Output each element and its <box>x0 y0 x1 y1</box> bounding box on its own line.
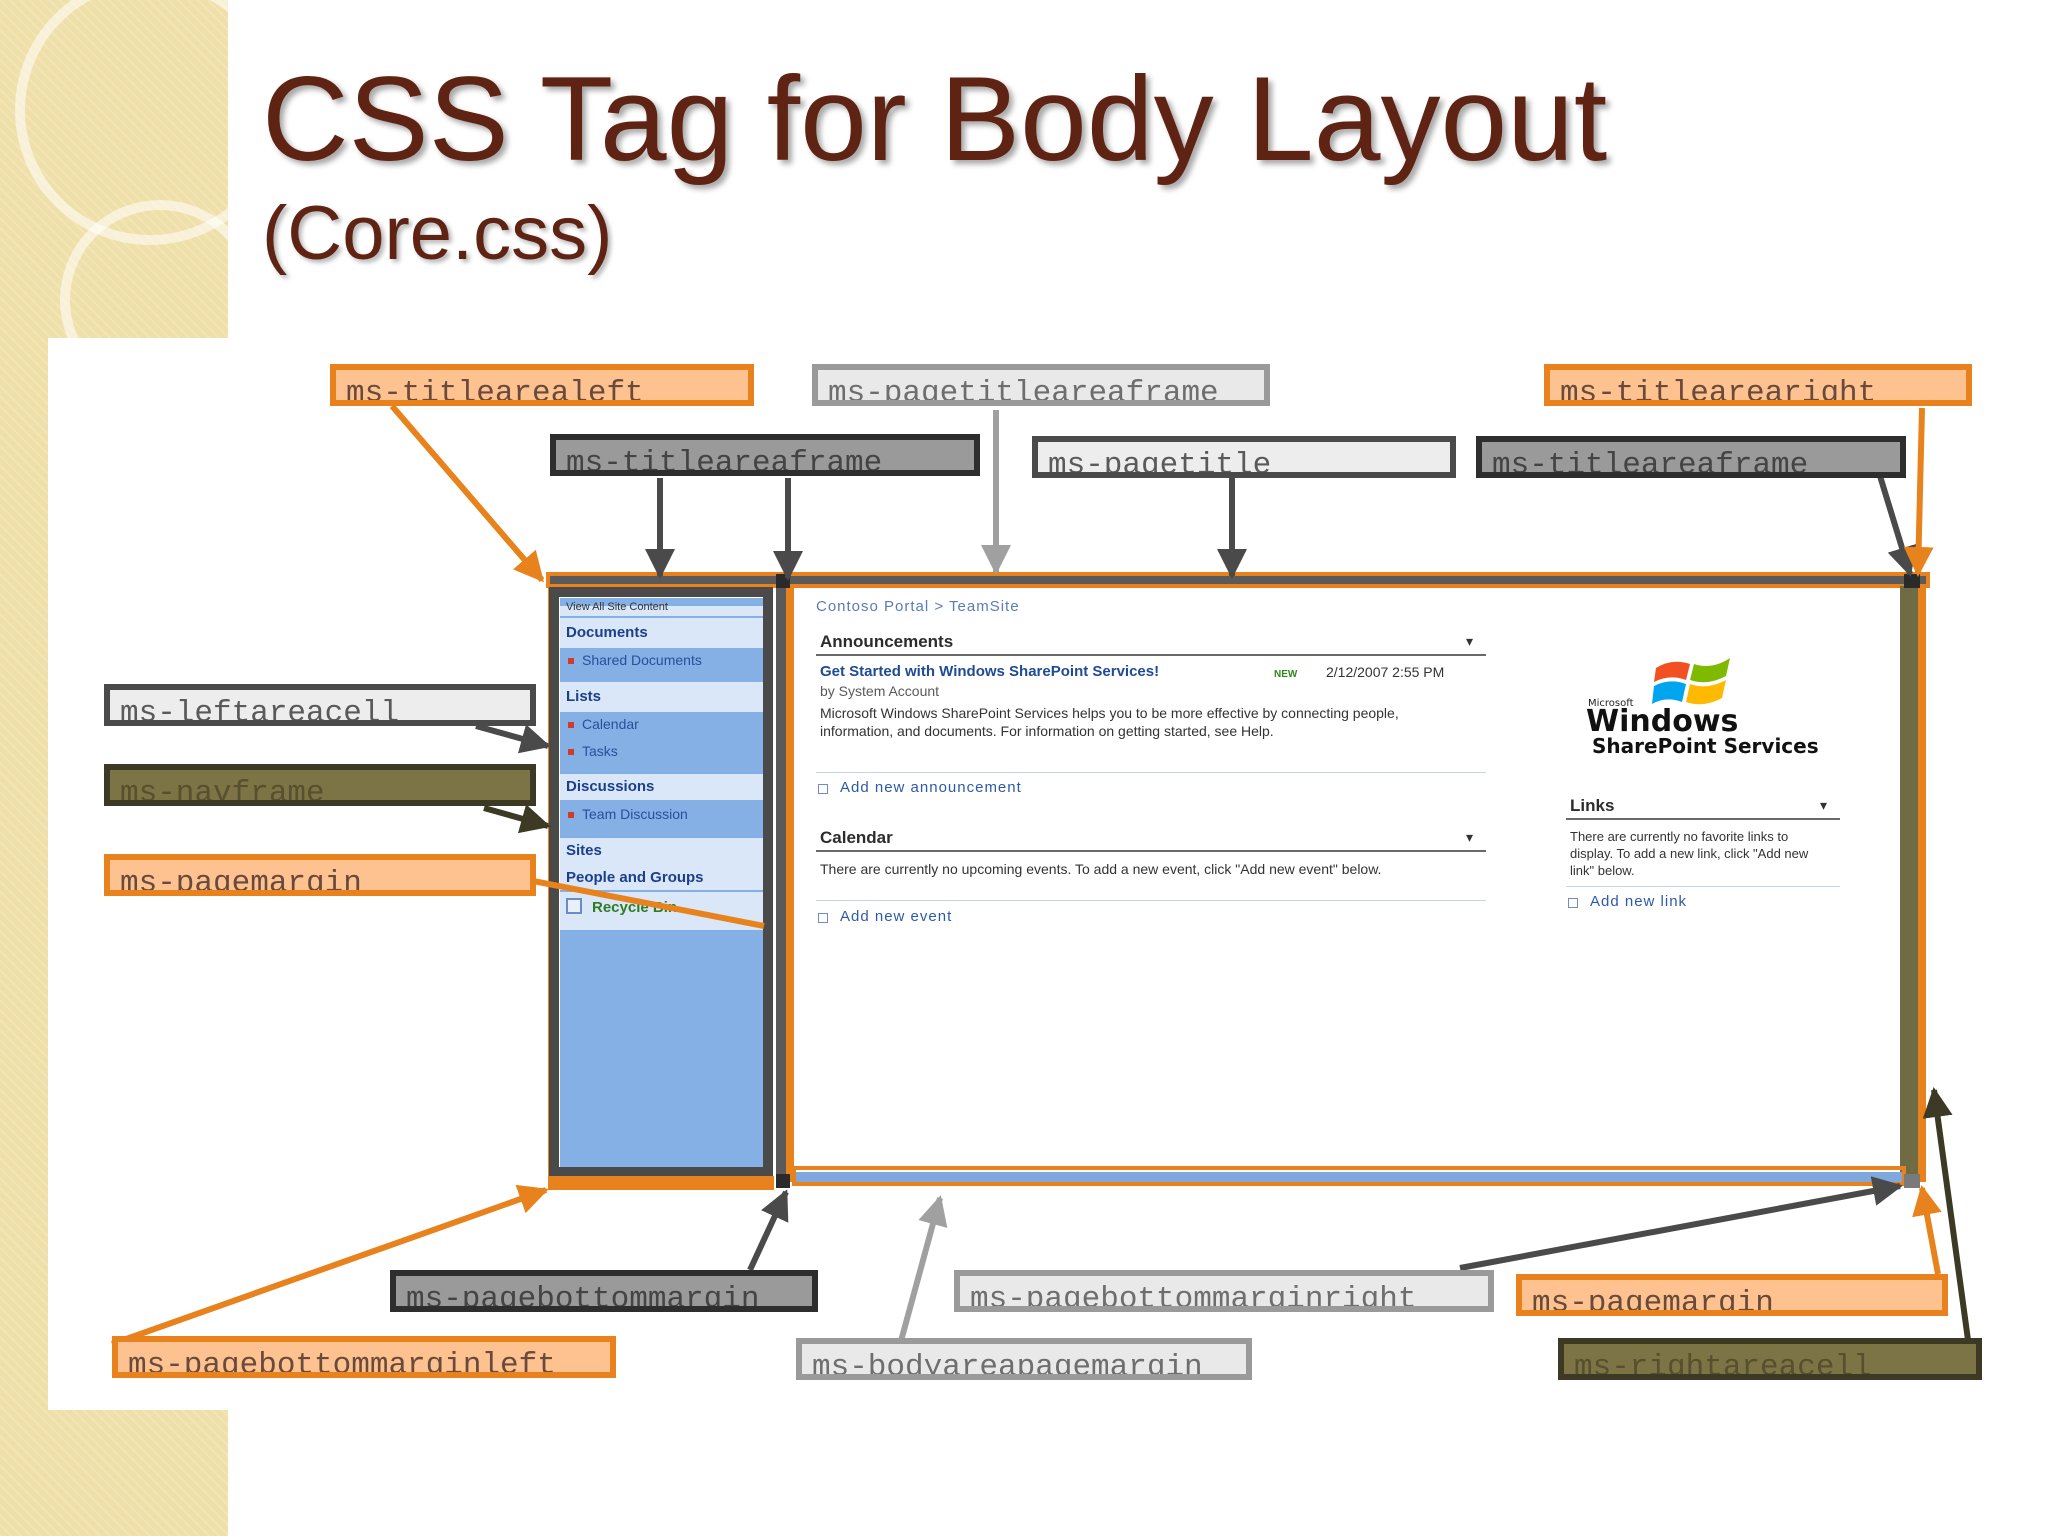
web-part-rule <box>816 850 1486 852</box>
announcement-item-title[interactable]: Get Started with Windows SharePoint Serv… <box>820 663 1160 680</box>
web-part-rule <box>1566 886 1840 887</box>
label-ms-bodyareapagemargin: ms-bodyareapagemargin <box>796 1338 1252 1380</box>
label-ms-pagemargin-right: ms-pagemargin <box>1516 1274 1948 1316</box>
logo-microsoft: Microsoft <box>1588 698 1634 709</box>
nav-calendar[interactable]: Calendar <box>568 716 639 732</box>
label-ms-pagetitleareaframe: ms-pagetitleareaframe <box>812 364 1270 406</box>
add-announcement-link[interactable]: Add new announcement <box>840 779 1022 796</box>
add-event-link[interactable]: Add new event <box>840 908 953 925</box>
logo-windows: Windows <box>1586 704 1739 739</box>
label-ms-titleareaframe-left: ms-titleareaframe <box>550 434 980 476</box>
nav-documents[interactable]: Documents <box>566 624 648 641</box>
label-ms-leftareacell: ms-leftareacell <box>104 684 536 726</box>
decorative-swirl <box>15 0 228 340</box>
breadcrumb[interactable]: Contoso Portal > TeamSite <box>816 598 1020 615</box>
web-part-rule <box>816 772 1486 773</box>
announcements-title: Announcements <box>820 632 954 651</box>
logo-sharepoint-services: SharePoint Services <box>1592 734 1819 758</box>
web-part-rule <box>816 654 1486 656</box>
calendar-title: Calendar <box>820 828 893 847</box>
nav-tasks[interactable]: Tasks <box>568 743 618 759</box>
add-icon <box>1568 898 1578 908</box>
links-body: There are currently no favorite links to… <box>1570 829 1809 878</box>
frame-outlines <box>546 572 1930 1190</box>
announcements-menu-icon[interactable]: ▾ <box>1466 633 1474 649</box>
nav-band <box>560 838 768 890</box>
add-icon <box>818 784 828 794</box>
label-ms-navframe: ms-navframe <box>104 764 536 806</box>
label-ms-titlearealeft: ms-titlearealeft <box>330 364 754 406</box>
calendar-body: There are currently no upcoming events. … <box>820 861 1382 877</box>
nav-team-discussion[interactable]: Team Discussion <box>568 806 688 822</box>
nav-shared-documents[interactable]: Shared Documents <box>568 652 702 668</box>
label-ms-pagebottommargin: ms-pagebottommargin <box>390 1270 818 1312</box>
calendar-menu-icon[interactable]: ▾ <box>1466 829 1474 845</box>
slide-subtitle: (Core.css) <box>262 191 613 276</box>
label-ms-pagebottommarginright: ms-pagebottommarginright <box>954 1270 1494 1312</box>
label-ms-rightareacell: ms-rightareacell <box>1558 1338 1982 1380</box>
label-ms-pagemargin-left: ms-pagemargin <box>104 854 536 896</box>
web-part-rule <box>816 900 1486 901</box>
windows-logo-icon <box>1652 658 1730 705</box>
slide-title: CSS Tag for Body Layout <box>262 52 1608 186</box>
add-icon <box>818 913 828 923</box>
label-ms-pagebottommarginleft: ms-pagebottommarginleft <box>112 1336 616 1378</box>
nav-band <box>560 606 768 616</box>
announcement-author: by System Account <box>820 683 940 699</box>
label-ms-titlearearight: ms-titlearearight <box>1544 364 1972 406</box>
nav-discussions[interactable]: Discussions <box>566 778 655 795</box>
nav-people-and-groups[interactable]: People and Groups <box>566 869 704 886</box>
nav-band <box>560 892 768 930</box>
announcement-body: Microsoft Windows SharePoint Services he… <box>820 705 1399 739</box>
announcement-date: 2/12/2007 2:55 PM <box>1326 664 1445 680</box>
nav-lists[interactable]: Lists <box>566 688 602 705</box>
links-menu-icon[interactable]: ▾ <box>1820 797 1828 813</box>
label-ms-pagetitle: ms-pagetitle <box>1032 436 1456 478</box>
nav-sites[interactable]: Sites <box>566 842 602 859</box>
nav-band <box>560 682 768 712</box>
label-ms-titleareaframe-right: ms-titleareaframe <box>1476 436 1906 478</box>
nav-view-all[interactable]: View All Site Content <box>566 601 668 611</box>
nav-band <box>560 618 768 648</box>
add-link-link[interactable]: Add new link <box>1590 893 1688 910</box>
links-title: Links <box>1570 796 1615 815</box>
new-badge: NEW <box>1274 669 1298 680</box>
nav-band <box>560 774 768 800</box>
recycle-bin-icon <box>566 898 582 914</box>
web-part-rule <box>1566 818 1840 820</box>
